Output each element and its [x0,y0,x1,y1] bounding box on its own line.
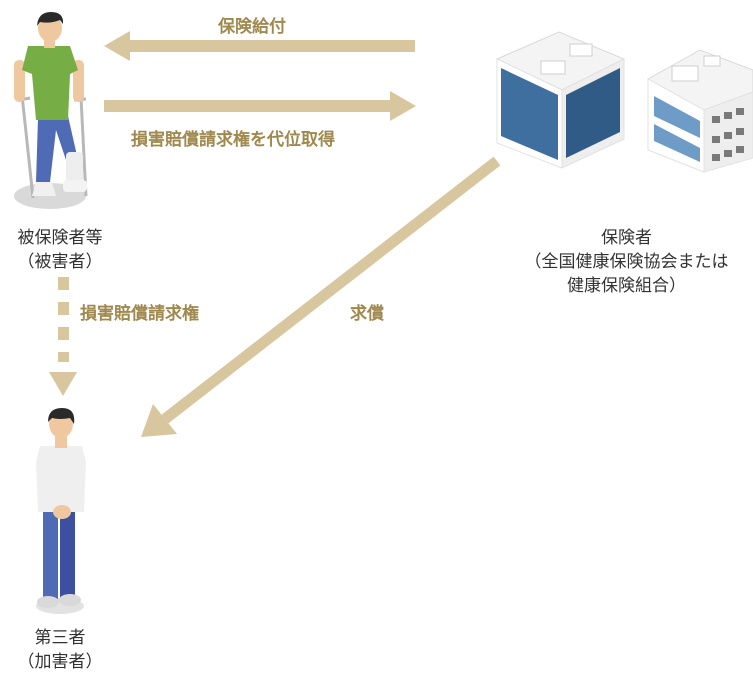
benefit-arrow [104,31,415,61]
insured-name: 被保険者等 [17,228,103,248]
third-party-role: （加害者） [17,652,103,672]
reimbursement-arrow [141,156,501,437]
building-icon [495,31,626,169]
building-icon [646,49,753,173]
insured-caption: 被保険者等 （被害者） [0,226,120,274]
claim-label: 損害賠償請求権 [80,304,199,324]
reimbursement-label: 求償 [350,304,384,324]
third-party-name: 第三者 [34,628,86,648]
insurer-name: 保険者 [601,228,652,248]
benefit-label: 保険給付 [218,17,286,37]
insurer-caption: 保険者 （全国健康保険協会または 健康保険組合） [500,226,753,298]
insurer-detail-line1: （全国健康保険協会または [524,252,729,272]
subrogation-arrow [104,91,416,121]
claim-dashed-arrow [49,277,77,396]
third-party-person-icon [36,408,86,614]
subrogation-label: 損害賠償請求権を代位取得 [131,130,335,150]
insurer-detail-line2: 健康保険組合） [567,276,686,296]
third-party-caption: 第三者 （加害者） [0,626,120,674]
insured-person-icon [14,12,88,209]
insured-role: （被害者） [17,252,103,272]
